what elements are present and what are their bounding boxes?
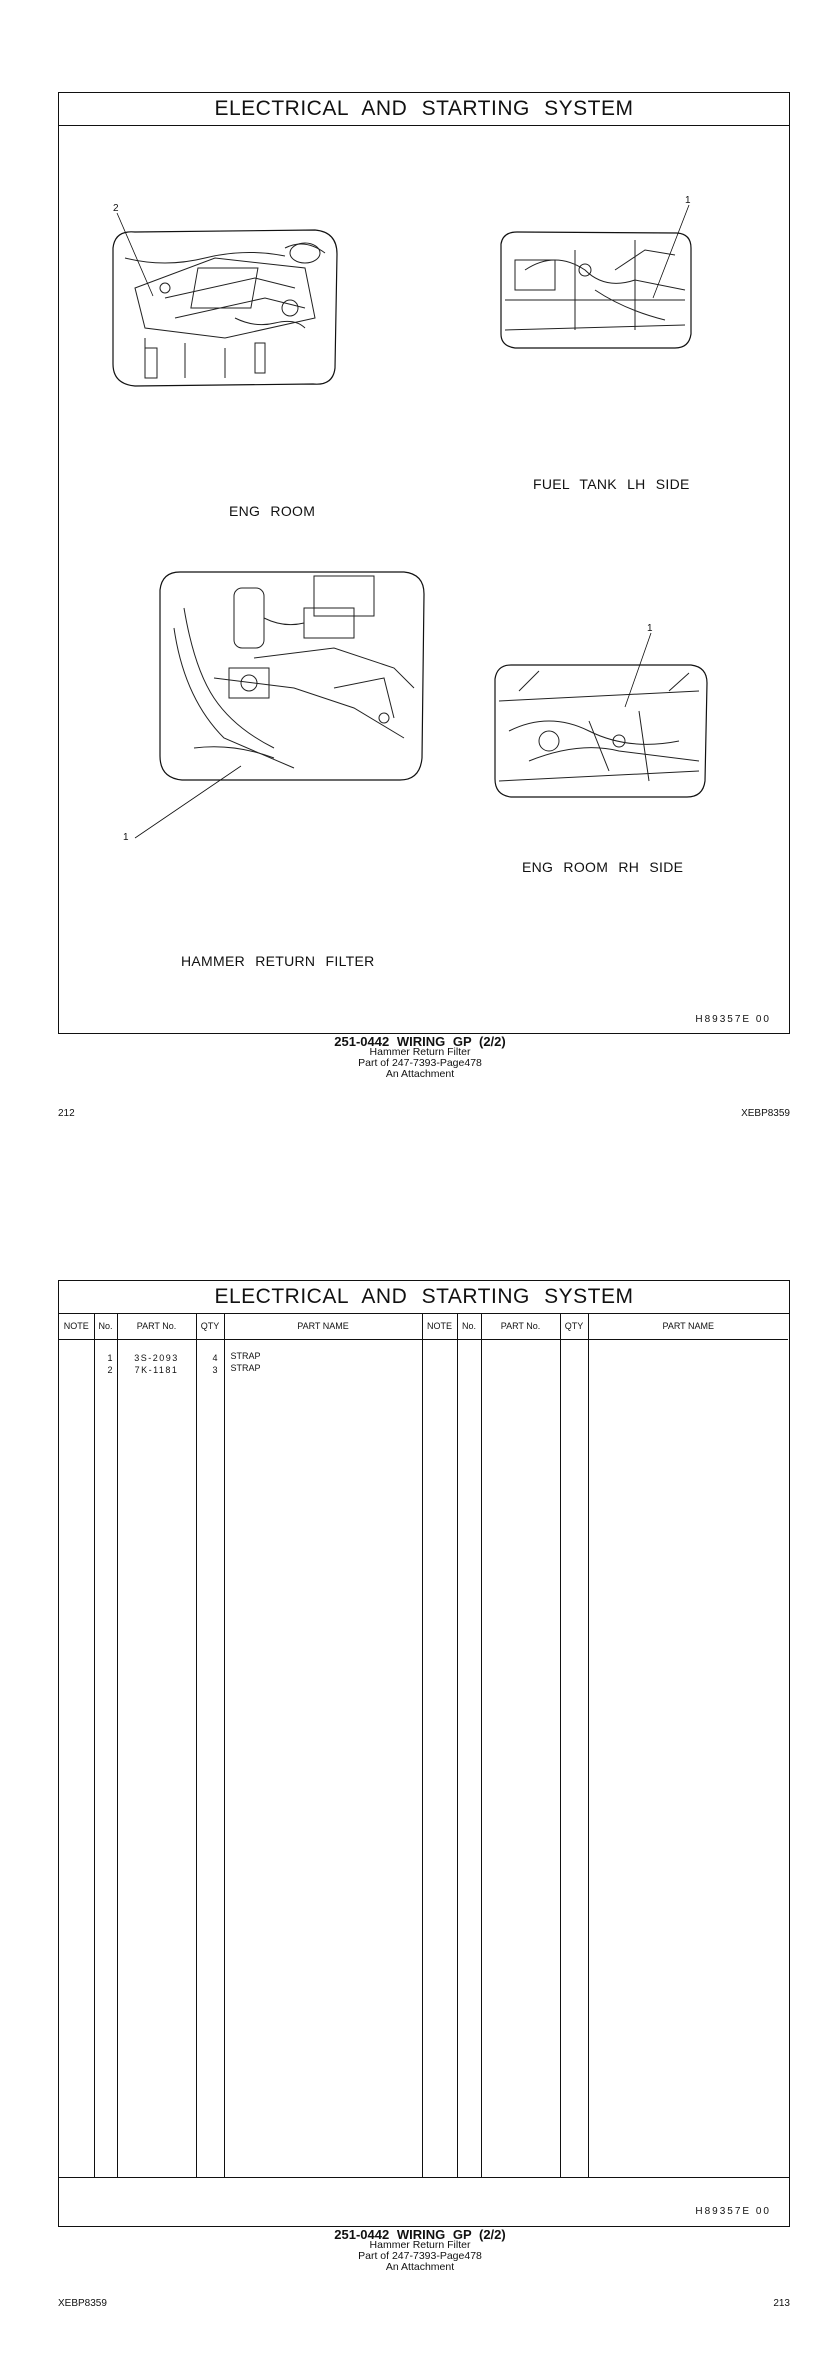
header-part-no: PART No. bbox=[117, 1313, 197, 1340]
label-eng-room: ENG ROOM bbox=[229, 503, 316, 519]
label-hammer-return-filter: HAMMER RETURN FILTER bbox=[181, 953, 375, 969]
leader-line-1-fuel-tank bbox=[652, 204, 690, 299]
eng-room-rh-side-drawing bbox=[489, 661, 711, 801]
section-title-2: ELECTRICAL AND STARTING SYSTEM bbox=[214, 1285, 634, 1308]
table-body: 1 2 3S-2093 7K-1181 4 3 STRAP STRAP bbox=[59, 1339, 788, 2177]
callout-2: 2 bbox=[113, 203, 119, 214]
leader-line-2 bbox=[116, 212, 154, 297]
no-column: 1 2 bbox=[94, 1339, 118, 2177]
parts-table-frame: ELECTRICAL AND STARTING SYSTEM NOTE No. … bbox=[58, 1280, 790, 2227]
caption-title-2: 251-0442 WIRING GP (2/2) bbox=[334, 2227, 506, 2242]
label-fuel-tank-lh-side: FUEL TANK LH SIDE bbox=[533, 476, 690, 492]
header-qty: QTY bbox=[196, 1313, 225, 1340]
header-note-2: NOTE bbox=[422, 1313, 458, 1340]
note-column bbox=[59, 1339, 95, 2177]
row-1-no: 1 bbox=[107, 1353, 113, 1363]
caption: 251-0442 WIRING GP (2/2) Hammer Return F… bbox=[0, 1034, 840, 1080]
eng-room-wiring-drawing bbox=[105, 228, 345, 388]
header-note: NOTE bbox=[59, 1313, 95, 1340]
header-no: No. bbox=[94, 1313, 118, 1340]
row-2-name: STRAP bbox=[230, 1363, 261, 1373]
part-name-column: STRAP STRAP bbox=[224, 1339, 423, 2177]
figure-code-2: H89357E 00 bbox=[695, 2206, 771, 2217]
hammer-return-filter-drawing bbox=[154, 568, 429, 783]
row-1-qty: 4 bbox=[212, 1353, 218, 1363]
leader-line-1-eng-room-rh bbox=[624, 632, 652, 708]
row-2-no: 2 bbox=[107, 1365, 113, 1375]
page-212: ELECTRICAL AND STARTING SYSTEM bbox=[0, 0, 840, 1160]
callout-1-hammer: 1 bbox=[123, 832, 129, 843]
callout-1-eng-room-rh: 1 bbox=[647, 623, 653, 634]
row-2-qty: 3 bbox=[212, 1365, 218, 1375]
header-part-name: PART NAME bbox=[224, 1313, 423, 1340]
caption-line-3: Part of 247-7393-Page478 bbox=[358, 1057, 482, 1069]
callout-1-fuel-tank: 1 bbox=[685, 195, 691, 206]
caption-2-line-3: Part of 247-7393-Page478 bbox=[358, 2250, 482, 2262]
figure-code: H89357E 00 bbox=[695, 1014, 771, 1025]
table-header-row: NOTE No. PART No. QTY PART NAME NOTE No.… bbox=[59, 1313, 788, 1340]
caption-2: 251-0442 WIRING GP (2/2) Hammer Return F… bbox=[0, 2227, 840, 2273]
leader-line-1-hammer bbox=[134, 765, 242, 839]
page-number-2: 213 bbox=[773, 2298, 790, 2309]
section-title: ELECTRICAL AND STARTING SYSTEM bbox=[214, 97, 634, 120]
part-no-column: 3S-2093 7K-1181 bbox=[117, 1339, 197, 2177]
caption-2-line-4: An Attachment bbox=[385, 2261, 455, 2273]
page-number: 212 bbox=[58, 1108, 75, 1119]
doc-code-2: XEBP8359 bbox=[58, 2298, 107, 2309]
label-eng-room-rh-side: ENG ROOM RH SIDE bbox=[522, 859, 684, 875]
row-2-part-no: 7K-1181 bbox=[134, 1365, 179, 1375]
fuel-tank-lh-side-drawing bbox=[495, 230, 695, 350]
caption-line-2: Hammer Return Filter bbox=[369, 1046, 471, 1058]
header-no-2: No. bbox=[457, 1313, 482, 1340]
doc-code: XEBP8359 bbox=[741, 1108, 790, 1119]
header-part-no-2: PART No. bbox=[481, 1313, 561, 1340]
caption-line-4: An Attachment bbox=[385, 1068, 455, 1080]
caption-2-line-2: Hammer Return Filter bbox=[369, 2239, 471, 2251]
parts-table: NOTE No. PART No. QTY PART NAME NOTE No.… bbox=[59, 1313, 788, 2177]
row-1-name: STRAP bbox=[230, 1351, 261, 1361]
header-part-name-2: PART NAME bbox=[588, 1313, 788, 1340]
header-qty-2: QTY bbox=[560, 1313, 589, 1340]
figure-frame: ELECTRICAL AND STARTING SYSTEM bbox=[58, 92, 790, 1034]
qty-column: 4 3 bbox=[196, 1339, 225, 2177]
row-1-part-no: 3S-2093 bbox=[134, 1353, 179, 1363]
caption-title: 251-0442 WIRING GP (2/2) bbox=[334, 1034, 506, 1049]
page-213: ELECTRICAL AND STARTING SYSTEM NOTE No. … bbox=[0, 1200, 840, 2377]
